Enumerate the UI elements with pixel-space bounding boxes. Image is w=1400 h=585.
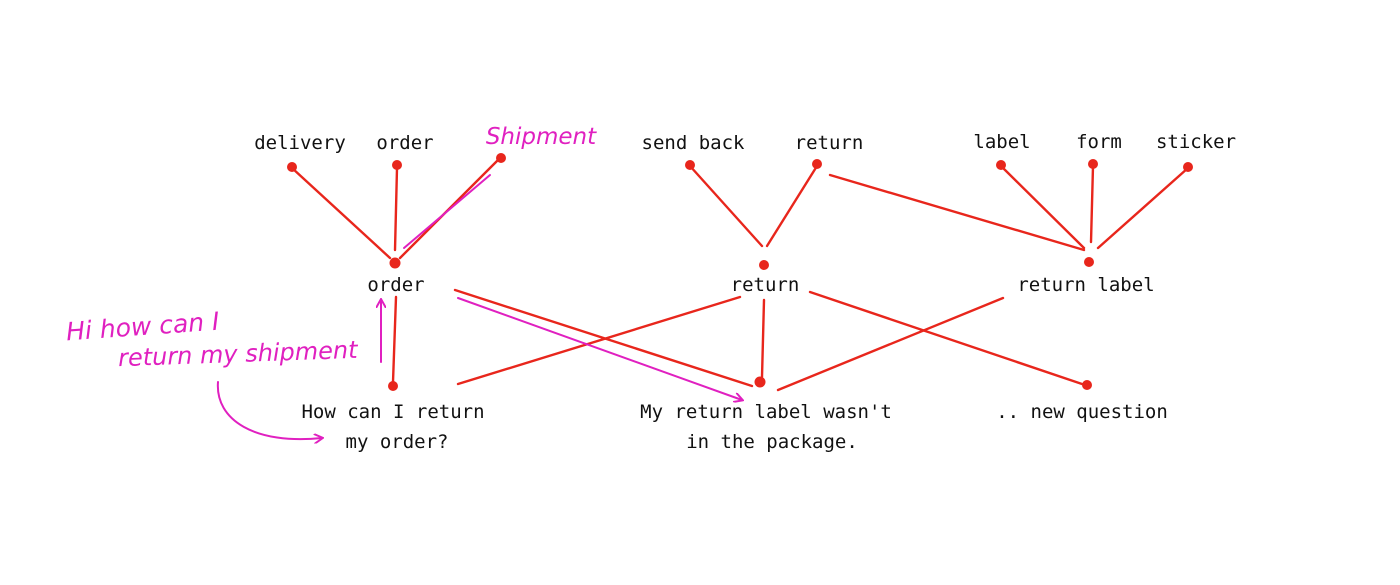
edge-order-order bbox=[393, 166, 399, 252]
question-1-line-1: How can I return bbox=[301, 401, 485, 423]
node-concept-return bbox=[759, 260, 769, 270]
node-concept-return-label bbox=[1084, 257, 1094, 267]
node-return-word bbox=[812, 159, 822, 169]
node-sticker bbox=[1183, 162, 1193, 172]
node-question-2 bbox=[754, 376, 766, 388]
edge-return-q2 bbox=[760, 298, 766, 379]
edge-label-returnlabel bbox=[999, 164, 1086, 250]
word-label: label bbox=[973, 131, 1031, 153]
concept-order: order bbox=[367, 274, 425, 296]
edge-return-returnlabel bbox=[828, 173, 1086, 252]
question-3: .. new question bbox=[996, 401, 1168, 423]
annotation-curved-arrow bbox=[216, 381, 322, 439]
question-2-line-1: My return label wasn't bbox=[640, 401, 892, 423]
edge-returnlabel-q2 bbox=[776, 296, 1005, 392]
concept-return: return bbox=[730, 274, 800, 296]
node-shipment bbox=[496, 153, 506, 163]
edge-order-q1 bbox=[391, 295, 398, 384]
question-2-line-2: in the package. bbox=[686, 431, 858, 453]
concept-return-label: return label bbox=[1017, 274, 1155, 296]
annotation-shipment-stroke bbox=[403, 174, 491, 249]
word-sticker: sticker bbox=[1155, 131, 1237, 153]
word-form: form bbox=[1076, 131, 1122, 153]
word-return: return bbox=[794, 132, 864, 154]
word-send-back: send back bbox=[641, 132, 745, 154]
word-order: order bbox=[376, 132, 434, 154]
node-question-1 bbox=[388, 381, 398, 391]
word-shipment: Shipment bbox=[485, 124, 597, 150]
edge-return-q3 bbox=[808, 290, 1084, 386]
node-label bbox=[996, 160, 1006, 170]
node-question-3 bbox=[1082, 380, 1092, 390]
edge-delivery-order bbox=[290, 166, 392, 260]
edge-return-q1 bbox=[456, 295, 742, 386]
edge-form-returnlabel bbox=[1089, 164, 1095, 244]
edge-sticker-returnlabel bbox=[1096, 166, 1190, 250]
node-concept-order bbox=[389, 257, 401, 269]
edge-return-return bbox=[765, 164, 819, 248]
word-delivery: delivery bbox=[254, 132, 346, 154]
node-send-back bbox=[685, 160, 695, 170]
annotation-arrow-to-question-2 bbox=[457, 297, 742, 400]
node-delivery bbox=[287, 162, 297, 172]
node-order-word bbox=[392, 160, 402, 170]
question-1-line-2: my order? bbox=[345, 431, 449, 453]
edge-sendback-return bbox=[688, 164, 764, 248]
node-form bbox=[1088, 159, 1098, 169]
